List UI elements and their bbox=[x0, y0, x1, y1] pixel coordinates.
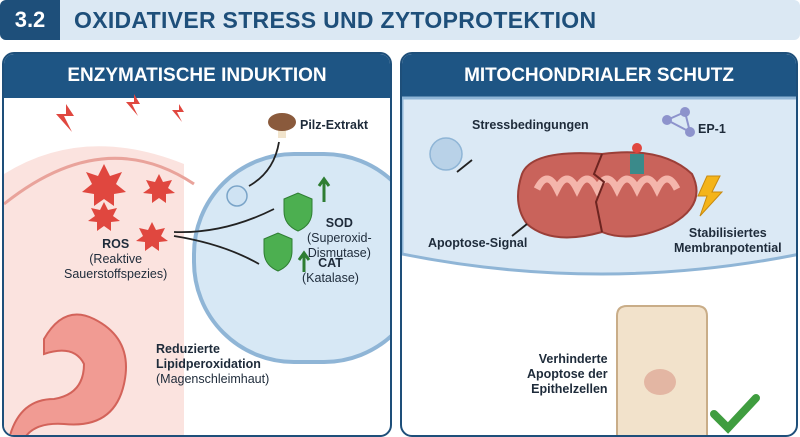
mitochondria-illustration bbox=[402, 96, 796, 435]
prevented-line: Verhinderte bbox=[538, 352, 608, 366]
stress-label: Stressbedingungen bbox=[472, 118, 589, 132]
panel-mitochondrial-protection: MITOCHONDRIALER SCHUTZ Stressbedingungen… bbox=[400, 52, 798, 437]
bolt-icon bbox=[56, 104, 74, 132]
receptor-icon bbox=[630, 154, 644, 174]
ros-desc: Sauerstoffspezies) bbox=[64, 267, 168, 281]
ep1-label: EP-1 bbox=[698, 122, 726, 136]
membrane-line: Stabilisiertes bbox=[688, 226, 767, 240]
lipid-line: Lipidperoxidation bbox=[156, 357, 261, 371]
checkmark-icon bbox=[710, 394, 760, 434]
panel-title: ENZYMATISCHE INDUKTION bbox=[4, 54, 390, 98]
lipid-line: Reduzierte bbox=[156, 342, 220, 356]
panel-title: MITOCHONDRIALER SCHUTZ bbox=[402, 54, 796, 98]
cat-name: CAT bbox=[318, 256, 343, 270]
enzymatic-illustration bbox=[4, 94, 390, 435]
tissue-background bbox=[4, 146, 184, 435]
ros-desc: (Reaktive bbox=[89, 252, 143, 266]
panel-enzymatic-induction: ENZYMATISCHE INDUKTION Pilz-Extrakt ROS(… bbox=[2, 52, 392, 437]
mushroom-icon bbox=[268, 113, 296, 138]
sod-label: SOD(Superoxid-Dismutase) bbox=[307, 216, 372, 261]
mitochondrion-icon bbox=[517, 151, 698, 239]
section-title: OXIDATIVER STRESS UND ZYTOPROTEKTION bbox=[74, 7, 597, 33]
increase-arrow-icon bbox=[317, 176, 331, 202]
section-number: 3.2 bbox=[0, 0, 60, 40]
sod-desc: Dismutase) bbox=[307, 246, 371, 260]
cat-label: CAT(Katalase) bbox=[302, 256, 359, 286]
cat-desc: (Katalase) bbox=[302, 271, 359, 285]
cell-icon bbox=[192, 152, 390, 364]
stomach-icon bbox=[9, 313, 127, 435]
cat-shield-icon bbox=[263, 232, 293, 272]
section-header: 3.2 OXIDATIVER STRESS UND ZYTOPROTEKTION bbox=[0, 0, 800, 40]
lightning-icon bbox=[697, 175, 724, 217]
prevented-line: Epithelzellen bbox=[531, 382, 608, 396]
ros-name: ROS bbox=[102, 237, 130, 251]
sod-desc: (Superoxid- bbox=[307, 231, 372, 245]
extract-label: Pilz-Extrakt bbox=[300, 118, 369, 132]
lipid-line: (Magenschleimhaut) bbox=[156, 372, 270, 386]
sod-name: SOD bbox=[325, 216, 353, 230]
prevented-line: Apoptose der bbox=[527, 367, 608, 381]
ros-star-icon bbox=[56, 94, 184, 251]
increase-arrow-icon bbox=[297, 250, 311, 272]
sod-shield-icon bbox=[283, 192, 313, 232]
apoptosis-signal-label: Apoptose-Signal bbox=[428, 236, 528, 250]
membrane-line: Membranpotential bbox=[674, 241, 782, 255]
